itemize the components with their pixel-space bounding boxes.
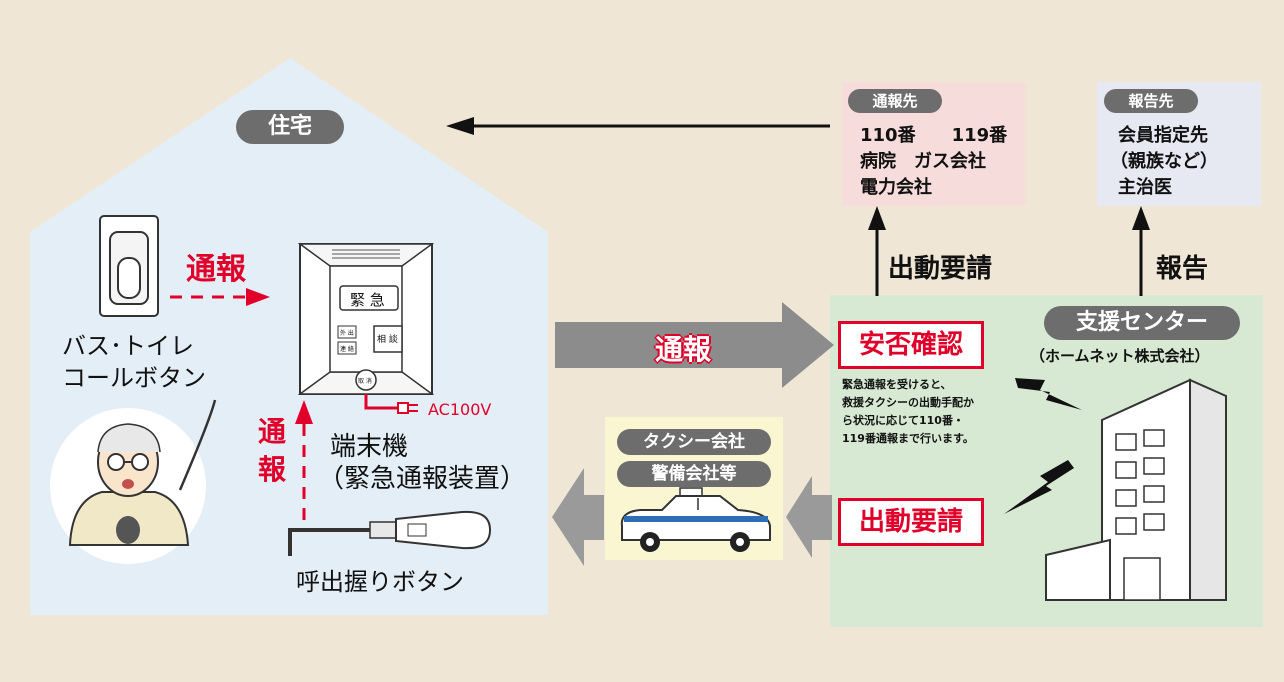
report-dest-line-1: 会員指定先: [1118, 125, 1208, 146]
bath-call-button-device: [99, 215, 159, 317]
terminal-device: [297, 243, 435, 395]
terminal-label-2: （緊急通報装置）: [318, 464, 527, 494]
house-title-pill: 住宅: [236, 110, 344, 144]
device-out-label: 外 出: [340, 330, 354, 337]
notify-dest-line-1: 110番 119番: [860, 125, 1008, 146]
grip-call-button: [288, 510, 492, 556]
support-center-subtitle: （ホームネット株式会社）: [1030, 347, 1210, 365]
dispatch-up-arrowhead: [868, 206, 886, 230]
support-center-title-pill: 支援センター: [1044, 306, 1240, 340]
notify-to-house-arrowhead: [446, 117, 474, 135]
signal-bolt-icon: [1015, 378, 1082, 410]
taxi-title-pill-1: タクシー会社: [617, 429, 771, 455]
report-dest-title-pill: 報告先: [1104, 89, 1198, 113]
grip-notify-arrowhead: [295, 400, 313, 424]
device-emergency-label: 緊 急: [350, 291, 385, 309]
device-cancel-label: 取 消: [358, 378, 372, 385]
bath-button-label-1: バス･トイレ: [62, 332, 194, 360]
notify-dest-line-3: 電力会社: [860, 177, 932, 198]
dispatch-request-box: 出動要請: [838, 498, 984, 546]
bath-notify-label: 通報: [186, 252, 246, 287]
notify-dest-title-pill: 通報先: [848, 89, 942, 113]
support-desc-line-4: 119番通報まで行います。: [842, 432, 974, 445]
office-building: [1045, 378, 1227, 601]
terminal-label-1: 端末機: [330, 432, 409, 462]
power-plug: [364, 394, 418, 414]
main-notify-arrow: [555, 302, 834, 388]
taxi-car-icon: [620, 487, 771, 552]
power-label: AC100V: [428, 400, 492, 419]
report-up-arrowhead: [1132, 206, 1150, 230]
report-up-label: 報告: [1156, 254, 1209, 284]
report-dest-line-2: （親族など）: [1110, 151, 1218, 172]
safety-check-box: 安否確認: [838, 321, 984, 369]
support-desc-line-3: ら状況に応じて110番・: [842, 414, 964, 427]
taxi-title-pill-2: 警備会社等: [617, 461, 771, 487]
grip-button-label: 呼出握りボタン: [296, 568, 464, 596]
grip-notify-label-1: 通: [258, 415, 287, 448]
device-contact-label: 連 絡: [340, 346, 354, 353]
taxi-to-house-arrow: [552, 468, 604, 566]
main-notify-label: 通報: [655, 333, 712, 366]
support-desc-line-1: 緊急通報を受けると、: [842, 378, 952, 391]
support-desc-line-2: 救援タクシーの出動手配か: [842, 396, 974, 409]
bath-button-label-2: コールボタン: [62, 364, 206, 392]
dispatch-request-up-label: 出動要請: [888, 254, 993, 284]
bath-notify-arrowhead: [246, 288, 270, 306]
grip-notify-label-2: 報: [258, 453, 287, 486]
dispatch-to-taxi-arrow: [786, 476, 832, 558]
report-dest-line-3: 主治医: [1118, 177, 1172, 198]
elderly-man-illustration: [50, 399, 217, 564]
signal-bolt-icon-2: [1004, 460, 1074, 514]
device-consult-label: 相 談: [377, 335, 398, 345]
notify-dest-line-2: 病院 ガス会社: [860, 151, 986, 172]
